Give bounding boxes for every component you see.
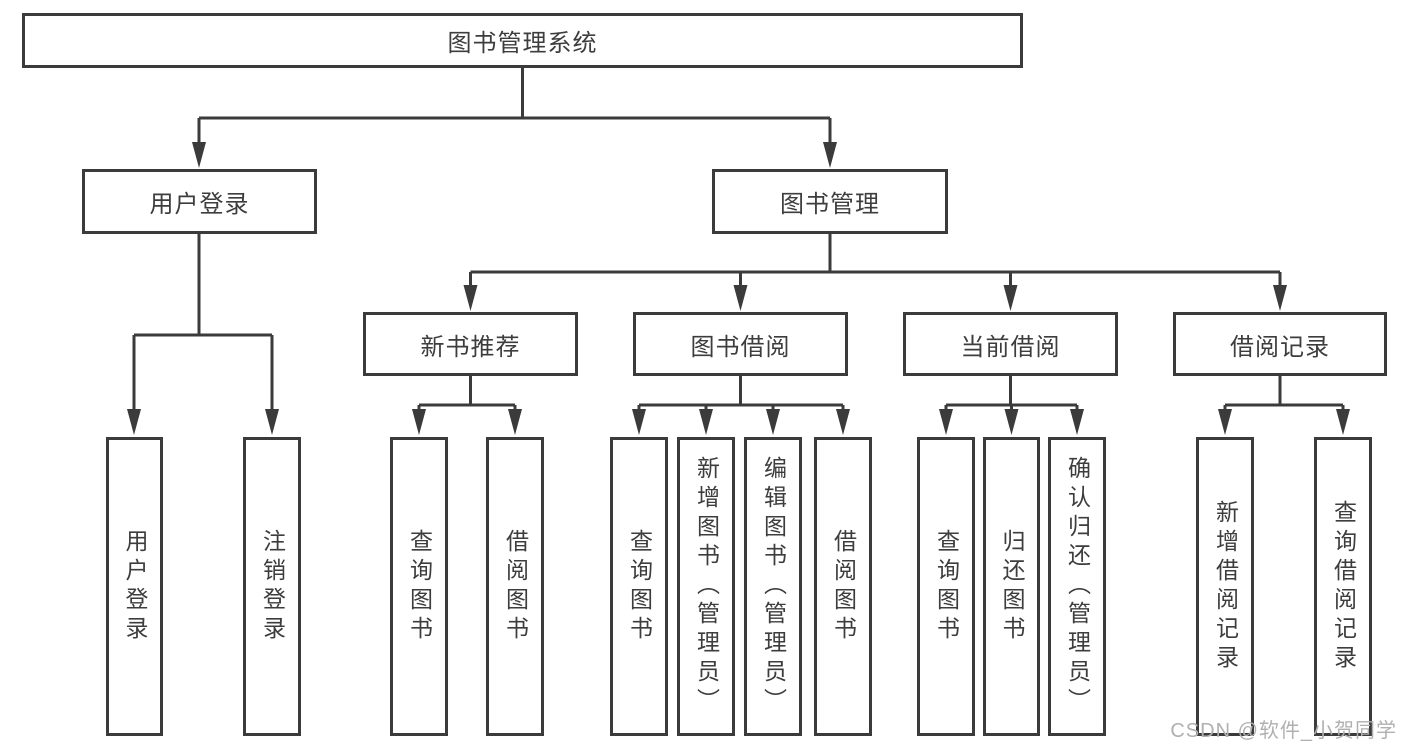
node-book-management: 图书管理 [712, 169, 948, 234]
leaf-borrowing-query-books: 查询图书 [610, 437, 668, 736]
node-borrow-records: 借阅记录 [1173, 312, 1387, 376]
leaf-records-query-borrow-record: 查询借阅记录 [1314, 437, 1372, 736]
leaf-user-login: 用户登录 [106, 437, 163, 736]
leaf-borrowing-add-books-admin: 新增图书（管理员） [677, 437, 735, 736]
leaf-records-add-borrow-record: 新增借阅记录 [1196, 437, 1254, 736]
node-user-login: 用户登录 [82, 169, 317, 234]
leaf-borrowing-edit-books-admin: 编辑图书（管理员） [744, 437, 802, 736]
leaf-borrowing-borrow-books: 借阅图书 [814, 437, 872, 736]
leaf-logout: 注销登录 [243, 437, 301, 736]
leaf-current-query-books: 查询图书 [917, 437, 975, 736]
arrowheads [127, 142, 1350, 435]
node-new-book-recommend: 新书推荐 [363, 312, 578, 376]
leaf-recommend-query-books: 查询图书 [390, 437, 448, 736]
node-current-borrowing: 当前借阅 [903, 312, 1118, 376]
node-book-borrowing: 图书借阅 [633, 312, 848, 376]
leaf-current-confirm-return-admin: 确认归还（管理员） [1048, 437, 1106, 736]
leaf-current-return-books: 归还图书 [983, 437, 1040, 736]
leaf-recommend-borrow-books: 借阅图书 [486, 437, 544, 736]
csdn-watermark: CSDN @软件_小贺同学 [1170, 720, 1397, 742]
node-library-management-system: 图书管理系统 [22, 13, 1023, 68]
